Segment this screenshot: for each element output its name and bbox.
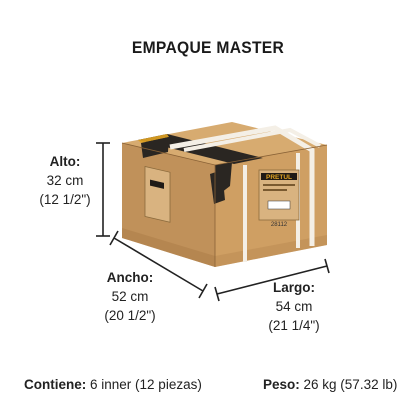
width-label: Ancho: bbox=[106, 270, 154, 285]
weight-info: Peso: 26 kg (57.32 lb) bbox=[263, 377, 397, 392]
box-brand-text: PRETUL bbox=[266, 174, 292, 181]
height-dimension: Alto: 32 cm (12 1/2") bbox=[30, 152, 100, 209]
contents-value: 6 inner (12 piezas) bbox=[90, 377, 202, 392]
contents-info: Contiene: 6 inner (12 piezas) bbox=[24, 377, 202, 392]
length-imperial: (21 1/4") bbox=[268, 318, 320, 333]
page-title: EMPAQUE MASTER bbox=[131, 38, 285, 57]
length-dimension: Largo: 54 cm (21 1/4") bbox=[256, 278, 332, 335]
width-imperial: (20 1/2") bbox=[104, 308, 156, 323]
length-label: Largo: bbox=[273, 280, 315, 295]
height-dimension-line bbox=[96, 142, 110, 237]
width-metric: 52 cm bbox=[111, 289, 149, 304]
height-imperial: (12 1/2") bbox=[39, 192, 91, 207]
box-tape bbox=[138, 134, 263, 164]
weight-label: Peso: bbox=[263, 377, 300, 392]
height-metric: 32 cm bbox=[46, 173, 84, 188]
weight-value: 26 kg (57.32 lb) bbox=[303, 377, 398, 392]
length-dimension-line bbox=[214, 258, 330, 302]
height-label: Alto: bbox=[49, 154, 81, 169]
width-dimension: Ancho: 52 cm (20 1/2") bbox=[92, 268, 168, 325]
box-code-text: 28112 bbox=[271, 222, 288, 228]
width-dimension-line bbox=[109, 230, 208, 299]
length-metric: 54 cm bbox=[275, 299, 313, 314]
contents-label: Contiene: bbox=[24, 377, 87, 392]
box-strap bbox=[169, 125, 315, 246]
